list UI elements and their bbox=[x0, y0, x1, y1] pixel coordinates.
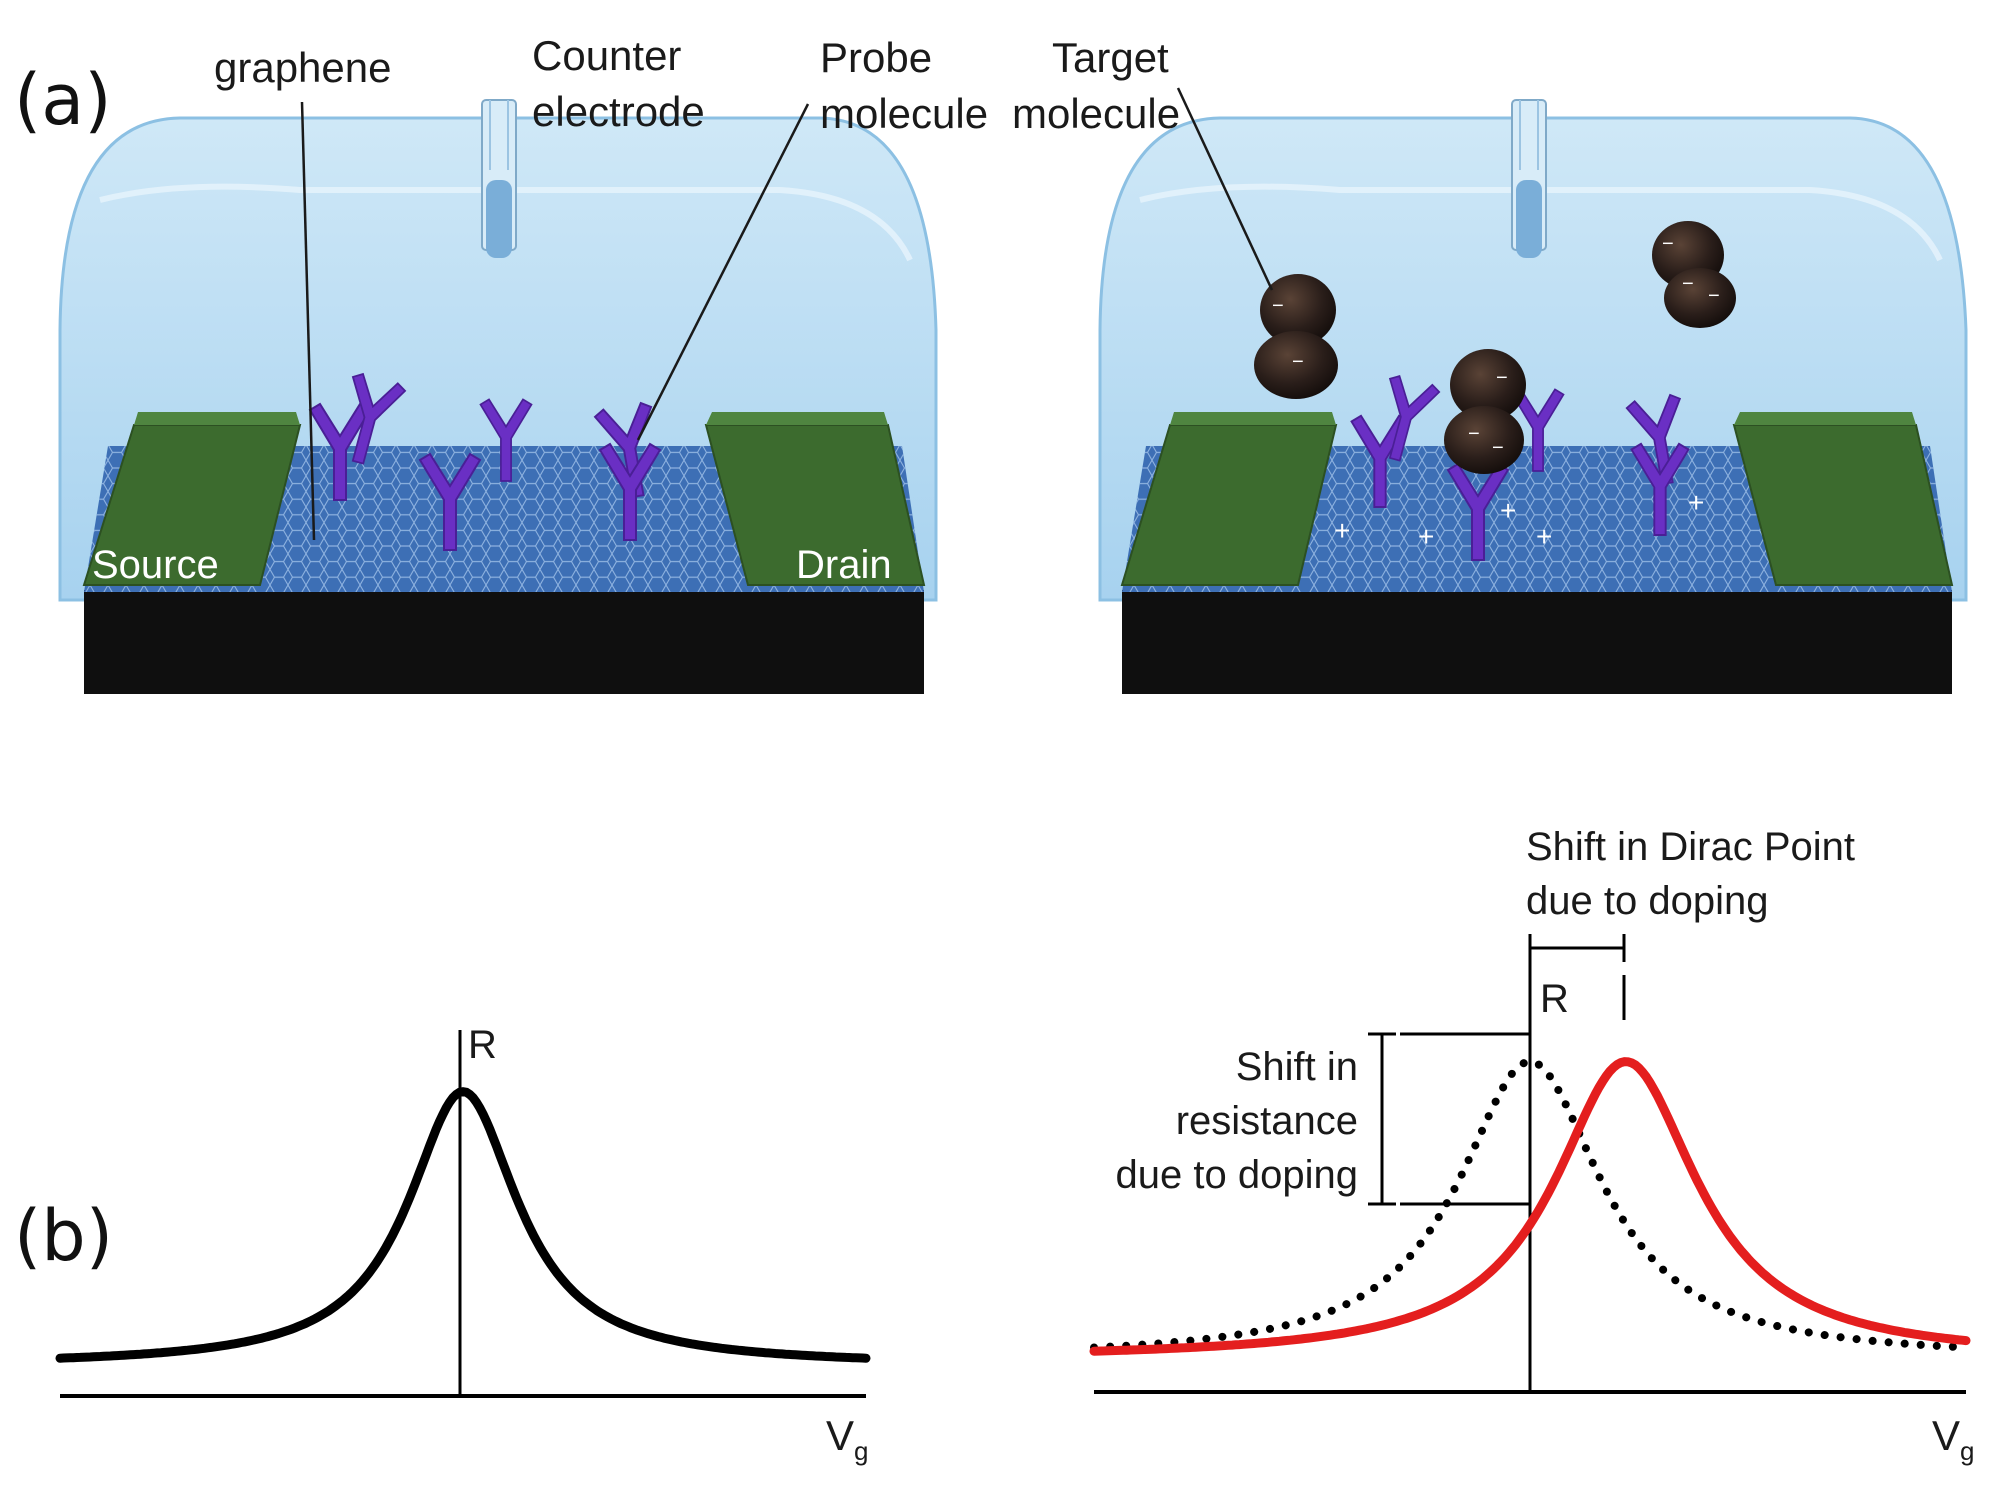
y-axis-label-right: R bbox=[1540, 977, 1569, 1021]
target-molecule: − − − bbox=[1652, 221, 1736, 328]
counter-electrode-left bbox=[481, 99, 517, 258]
charge-neg: − bbox=[1292, 351, 1304, 373]
resistance-shift-label-3: due to doping bbox=[1116, 1153, 1358, 1197]
y-axis-label-left: R bbox=[468, 1023, 497, 1067]
probe-molecules-left bbox=[308, 372, 662, 551]
source-label: Source bbox=[92, 543, 219, 587]
target-molecule: − − − bbox=[1444, 349, 1526, 474]
counter-electrode-label-1: Counter bbox=[532, 32, 681, 79]
counter-electrode-label-2: electrode bbox=[532, 88, 705, 135]
resistance-shift-bracket bbox=[1368, 1032, 1530, 1206]
plot-right: R Vg Shift in Dirac Point due to doping … bbox=[1089, 825, 1974, 1466]
drain-label: Drain bbox=[796, 543, 892, 587]
target-molecules: − − − − − − − − bbox=[1254, 221, 1736, 474]
charge-pos: + bbox=[1688, 487, 1704, 518]
positive-charges: + + + + + bbox=[1334, 487, 1704, 552]
leader-graphene bbox=[300, 101, 316, 541]
panel-b-label: (b) bbox=[14, 1195, 113, 1277]
probe-molecule-label-1: Probe bbox=[820, 34, 932, 81]
dirac-shift-label-1: Shift in Dirac Point bbox=[1526, 825, 1855, 869]
charge-pos: + bbox=[1334, 515, 1350, 546]
charge-pos: + bbox=[1500, 495, 1516, 526]
resistance-shift-label-1: Shift in bbox=[1236, 1045, 1358, 1089]
probe-molecule-label-2: molecule bbox=[820, 90, 988, 137]
charge-pos: + bbox=[1536, 521, 1552, 552]
charge-pos: + bbox=[1418, 521, 1434, 552]
callouts bbox=[300, 87, 1274, 541]
substrate-left bbox=[84, 590, 924, 694]
x-axis-label-left: Vg bbox=[826, 1412, 868, 1466]
charge-neg: − bbox=[1492, 437, 1504, 459]
target-molecule-label-2: molecule bbox=[1012, 90, 1180, 137]
resistance-curve-undoped bbox=[1090, 1057, 1970, 1352]
charge-neg: − bbox=[1662, 233, 1674, 255]
charge-neg: − bbox=[1682, 273, 1694, 295]
target-molecule: − − bbox=[1254, 274, 1338, 399]
x-axis-label-right: Vg bbox=[1932, 1412, 1974, 1466]
device-left: Source Drain bbox=[58, 99, 938, 694]
charge-neg: − bbox=[1708, 285, 1720, 307]
probe-molecules-right bbox=[1350, 374, 1690, 561]
plot-left: R Vg bbox=[55, 1023, 871, 1466]
charge-neg: − bbox=[1496, 367, 1508, 389]
resistance-curve-doped bbox=[1089, 1057, 1971, 1356]
resistance-curve-left bbox=[55, 1087, 871, 1363]
target-molecule-label-1: Target bbox=[1052, 34, 1169, 81]
dirac-shift-bracket bbox=[1528, 934, 1626, 1020]
charge-neg: − bbox=[1272, 295, 1284, 317]
panel-a-label: (a) bbox=[14, 59, 112, 141]
device-right: − − − − − − − − + + + + + bbox=[1098, 99, 1968, 694]
substrate-right bbox=[1122, 590, 1952, 694]
leader-probe bbox=[636, 103, 810, 441]
graphene-label: graphene bbox=[214, 44, 392, 91]
charge-neg: − bbox=[1468, 423, 1480, 445]
counter-electrode-right bbox=[1511, 99, 1547, 258]
dirac-shift-label-2: due to doping bbox=[1526, 879, 1768, 923]
resistance-shift-label-2: resistance bbox=[1176, 1099, 1358, 1143]
leader-target bbox=[1176, 87, 1274, 291]
